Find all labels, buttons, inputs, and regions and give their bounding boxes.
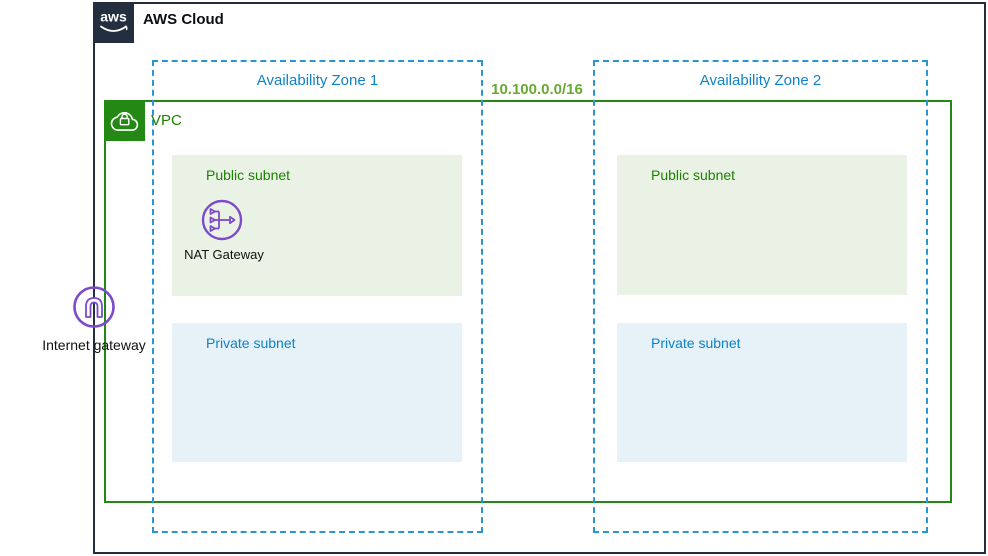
- nat-gateway-icon: [200, 198, 244, 242]
- az1-public-subnet-label: Public subnet: [206, 167, 291, 183]
- az1-public-subnet: Public subnet: [172, 155, 462, 296]
- svg-text:aws: aws: [100, 9, 127, 25]
- az1-private-subnet-label: Private subnet: [206, 335, 296, 351]
- az2-public-subnet-label: Public subnet: [651, 167, 736, 183]
- aws-logo-icon: aws: [93, 2, 134, 43]
- nat-gateway-label: NAT Gateway: [184, 247, 264, 262]
- internet-gateway-icon: [72, 285, 116, 329]
- aws-cloud-title: AWS Cloud: [143, 11, 224, 28]
- vpc-cloud-lock-icon: [104, 100, 145, 141]
- availability-zone-2-title: Availability Zone 2: [699, 72, 822, 89]
- vpc-title: VPC: [151, 112, 182, 129]
- aws-cloud-container: [93, 2, 986, 554]
- az2-public-subnet: Public subnet: [617, 155, 907, 295]
- internet-gateway-label: Internet gateway: [42, 337, 146, 353]
- availability-zone-1-container: Availability Zone 1: [152, 60, 483, 533]
- vpc-container: [104, 100, 952, 503]
- az2-private-subnet-label: Private subnet: [651, 335, 741, 351]
- az1-private-subnet: Private subnet: [172, 323, 462, 462]
- availability-zone-2-container: Availability Zone 2: [593, 60, 928, 533]
- availability-zone-1-title: Availability Zone 1: [256, 72, 379, 89]
- vpc-cidr-label: 10.100.0.0/16: [491, 81, 583, 98]
- az2-private-subnet: Private subnet: [617, 323, 907, 462]
